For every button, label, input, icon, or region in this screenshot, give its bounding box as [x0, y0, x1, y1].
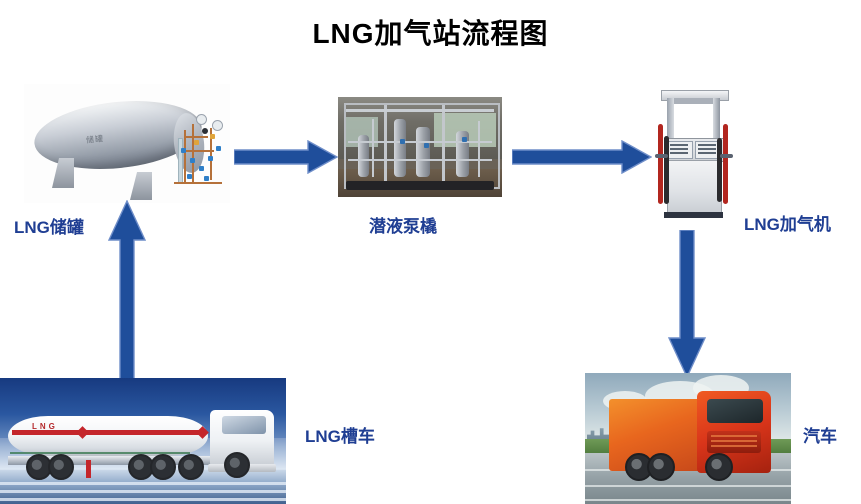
skid-post [442, 105, 445, 183]
road-lane-marking [585, 499, 791, 501]
dispenser-base [664, 212, 723, 218]
dispenser-arch-right [713, 98, 720, 142]
arrow-tank-to-pump [234, 140, 338, 174]
label-lng-dispenser: LNG加气机 [744, 215, 831, 234]
tanker-windshield [222, 416, 266, 434]
tank-valve [208, 156, 213, 161]
truck-windshield [707, 399, 763, 423]
tanker-photo-stripe [0, 482, 286, 485]
skid-post [384, 105, 387, 183]
tank-valve [199, 166, 204, 171]
tanker-marker-post [86, 460, 91, 478]
tank-pipe [192, 124, 194, 184]
tank-riser-pipe [178, 138, 183, 184]
dispenser-nozzle [720, 154, 733, 158]
tanker-under-line [10, 452, 190, 454]
skid-pipe [372, 119, 374, 177]
skid-pipe [478, 121, 480, 177]
truck-wheel [705, 453, 733, 481]
tank-pipe [186, 136, 208, 138]
tank-valve-yellow [194, 140, 199, 145]
tank-valve [181, 148, 186, 153]
label-vehicle: 汽车 [803, 427, 837, 446]
lng-storage-tank-image: 储罐 [24, 84, 230, 203]
skid-valve [462, 137, 467, 142]
tank-valve-yellow [210, 134, 215, 139]
truck-grille [707, 431, 761, 453]
dispenser-hose-red [658, 124, 663, 204]
tanker-wheel [48, 454, 74, 480]
skid-base-plate [346, 181, 494, 190]
tanker-vessel [8, 416, 208, 456]
dispenser-display-panel [695, 141, 721, 159]
tank-gauge-dark [202, 128, 208, 134]
arrow-pump-to-dispenser [512, 140, 652, 174]
skid-valve [400, 139, 405, 144]
tanker-wheel [224, 452, 250, 478]
skid-vessel [358, 135, 369, 177]
tanker-chassis [8, 456, 220, 465]
lng-dispenser-image [653, 88, 735, 220]
tanker-photo-stripe [0, 498, 286, 501]
road-lane-marking [585, 485, 791, 487]
dispenser-display-panel [667, 141, 693, 159]
page-title: LNG加气站流程图 [312, 18, 549, 49]
tanker-wheel [150, 454, 176, 480]
submerged-pump-skid-image [338, 97, 502, 197]
vehicle-image [585, 373, 791, 504]
tank-valve [187, 174, 192, 179]
tank-surface-caption: 储罐 [85, 134, 105, 145]
skid-pipe [348, 159, 492, 161]
dispenser-hose-red [723, 124, 728, 204]
skid-beam [346, 109, 494, 112]
dispenser-nozzle [655, 154, 668, 158]
dispenser-arch-top [667, 98, 720, 104]
tanker-lng-text: LNG [32, 422, 58, 431]
dispenser-hose-black [717, 138, 722, 202]
tanker-wheel [178, 454, 204, 480]
skid-pipe [348, 141, 492, 143]
label-submerged-pump-skid: 潜液泵橇 [369, 217, 437, 236]
tank-pipe [184, 130, 186, 184]
arrow-tanker-to-tank [108, 200, 146, 382]
tank-pipe [174, 182, 222, 184]
dispenser-cabinet [667, 160, 722, 218]
tanker-photo-stripe [0, 490, 286, 493]
truck-wheel [647, 453, 675, 481]
tank-valve [204, 176, 209, 181]
label-lng-tanker-truck: LNG槽车 [305, 427, 375, 446]
tank-pipe [184, 150, 214, 152]
tank-pressure-gauge [212, 120, 223, 131]
arrow-dispenser-to-car [667, 230, 707, 378]
tank-support-leg [130, 172, 152, 200]
tank-valve [190, 158, 195, 163]
tank-support-leg [52, 158, 74, 188]
lng-tanker-truck-image: LNG [0, 378, 286, 504]
dispenser-hose-black [664, 136, 669, 204]
dispenser-arch-left [667, 98, 674, 142]
skid-vessel [416, 127, 430, 177]
skid-valve [424, 143, 429, 148]
tanker-red-stripe [12, 430, 206, 435]
tank-valve [216, 146, 221, 151]
label-lng-storage-tank: LNG储罐 [14, 218, 84, 237]
skid-vessel [394, 119, 406, 177]
tank-pressure-gauge [196, 114, 207, 125]
tank-pipe [210, 128, 212, 180]
